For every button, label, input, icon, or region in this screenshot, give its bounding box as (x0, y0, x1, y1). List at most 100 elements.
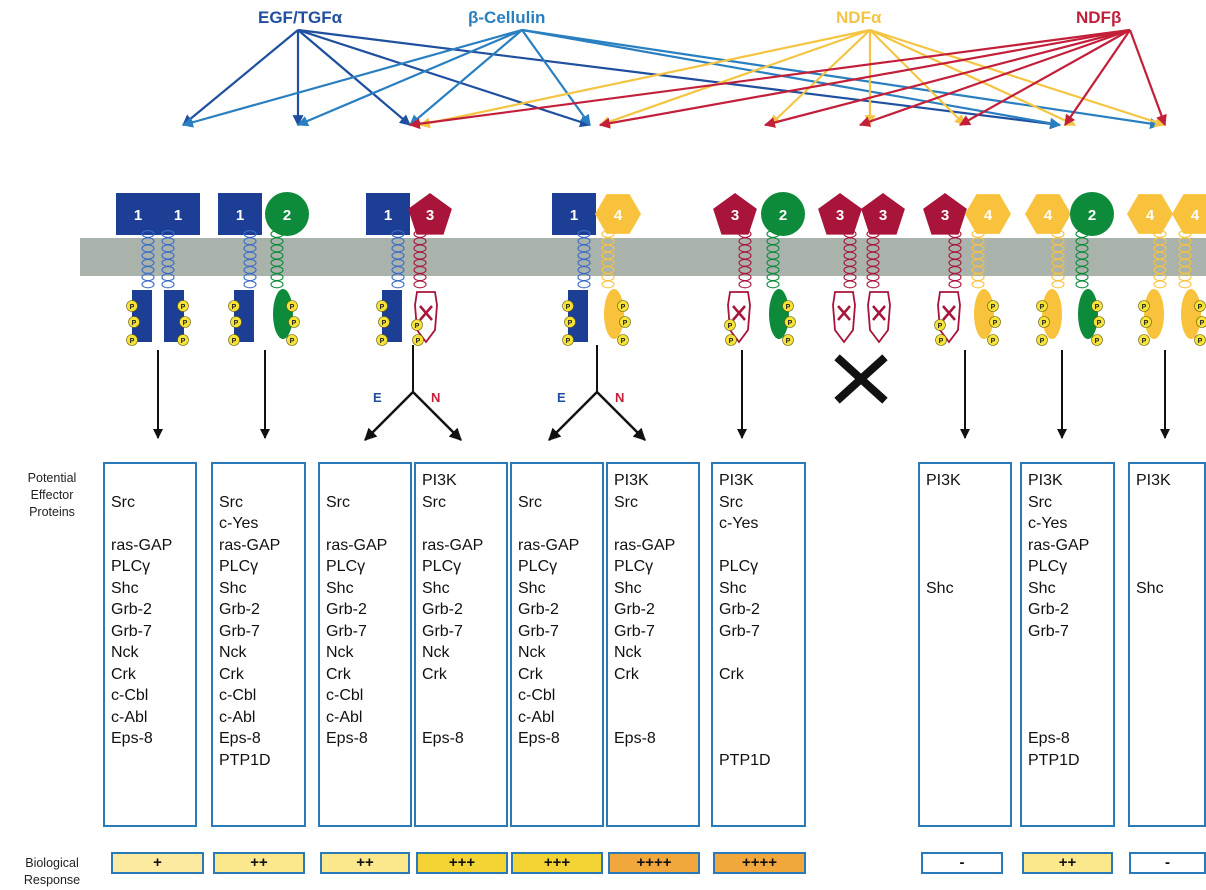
effector-protein: Crk (326, 665, 351, 683)
ligand-arrow-egf-3 (297, 28, 592, 128)
phospho-site (564, 316, 576, 328)
phospho-site (126, 334, 138, 346)
effector-protein: PTP1D (219, 751, 271, 769)
effector-protein: Eps-8 (518, 730, 560, 747)
effector-protein (1028, 664, 1113, 686)
extracellular-domain-erbb4 (595, 194, 641, 234)
phospho-label: P (1142, 304, 1147, 311)
phospho-site (562, 334, 574, 346)
effector-protein: Shc (422, 579, 450, 597)
ligand-label-beta-cellulin: β-Cellulin (468, 8, 546, 27)
response-box-10: - (1129, 852, 1206, 874)
phospho-site (378, 316, 390, 328)
phospho-site (179, 316, 191, 328)
phospho-label: P (939, 338, 944, 345)
extracellular-domain-erbb3 (861, 193, 905, 235)
effector-protein: c-Abl (518, 708, 555, 726)
phospho-site (617, 334, 629, 346)
phospho-label: P (991, 338, 996, 345)
phospho-site (1038, 316, 1050, 328)
effector-proteins-label: Potential Effector Proteins (27, 471, 77, 519)
receptor-number-label: 3 (879, 207, 887, 224)
phospho-site (1138, 300, 1150, 312)
effector-protein: PI3K (1028, 472, 1063, 489)
ligand-arrow-ndf-alpha-2 (769, 29, 871, 126)
effector-protein: Shc (719, 579, 747, 597)
response-box-4: +++ (416, 852, 508, 874)
effector-protein: Shc (1028, 579, 1056, 597)
effector-protein: Shc (1136, 579, 1164, 597)
phospho-label: P (728, 323, 733, 330)
effector-protein: Crk (219, 665, 244, 683)
transmembrane-coil (1075, 280, 1089, 289)
effector-protein: Shc (219, 579, 247, 597)
phospho-site (228, 334, 240, 346)
receptor-number-label: 1 (134, 207, 142, 224)
effector-protein: PTP1D (1028, 751, 1080, 769)
ligand-label-ndf-beta: NDFβ (1076, 8, 1122, 27)
extracellular-domain-erbb3 (923, 193, 967, 235)
phospho-site (782, 300, 794, 312)
receptor-number-label: 3 (836, 207, 844, 224)
phospho-site (128, 316, 140, 328)
effector-protein: Grb-2 (719, 601, 760, 618)
effector-protein (719, 685, 804, 707)
transmembrane-coil (161, 280, 175, 289)
ligand-arrow-ndf-alpha-5 (869, 29, 1076, 126)
phospho-site (989, 316, 1001, 328)
phospho-site (562, 300, 574, 312)
effector-protein (614, 513, 698, 535)
effector-protein: c-Cbl (219, 687, 257, 704)
effector-protein (1136, 492, 1204, 514)
effector-protein: Grb-2 (326, 601, 367, 618)
kinase-domain (164, 290, 184, 342)
kinase-domain (1181, 289, 1201, 339)
inactive-kinase-cross (942, 305, 956, 321)
effector-protein: c-Cbl (326, 687, 364, 704)
effector-protein (326, 470, 410, 492)
extracellular-domain-erbb4 (1025, 194, 1071, 234)
effector-protein: Src (422, 493, 446, 511)
receptor-number-label: 1 (570, 207, 578, 224)
phospho-label: P (130, 338, 135, 345)
effector-protein (326, 513, 410, 535)
effector-protein: PLCγ (614, 558, 654, 575)
response-box-9: ++ (1022, 852, 1113, 874)
effector-protein: Src (1028, 493, 1052, 511)
response-box-3: ++ (320, 852, 410, 874)
ligand-arrow-beta-cellulin-2 (409, 29, 523, 126)
kinase-domain (1078, 289, 1098, 339)
kinase-domain (1144, 289, 1164, 339)
effector-protein: Nck (326, 644, 354, 661)
effector-protein: Crk (614, 665, 639, 683)
receptor-number-label: 2 (779, 207, 787, 224)
phospho-site (177, 334, 189, 346)
phospho-site (617, 300, 629, 312)
phospho-site (725, 334, 737, 346)
phospho-site (412, 334, 424, 346)
effector-protein: c-Abl (326, 708, 363, 726)
phospho-site (1138, 334, 1150, 346)
effector-protein (111, 470, 195, 492)
effector-protein: ras-GAP (111, 536, 173, 554)
effector-protein: c-Cbl (518, 687, 556, 704)
phospho-label: P (380, 304, 385, 311)
kinase-dead-domain (832, 291, 856, 344)
response-box-5: +++ (511, 852, 603, 874)
phospho-label: P (621, 304, 626, 311)
effector-protein: PLCγ (1028, 558, 1068, 575)
phospho-label: P (1095, 338, 1100, 345)
transmembrane-coil (243, 280, 257, 289)
phospho-label: P (181, 338, 186, 345)
effector-protein (111, 513, 195, 535)
kinase-domain (604, 289, 624, 339)
effector-protein (518, 513, 602, 535)
phospho-site (1091, 334, 1103, 346)
